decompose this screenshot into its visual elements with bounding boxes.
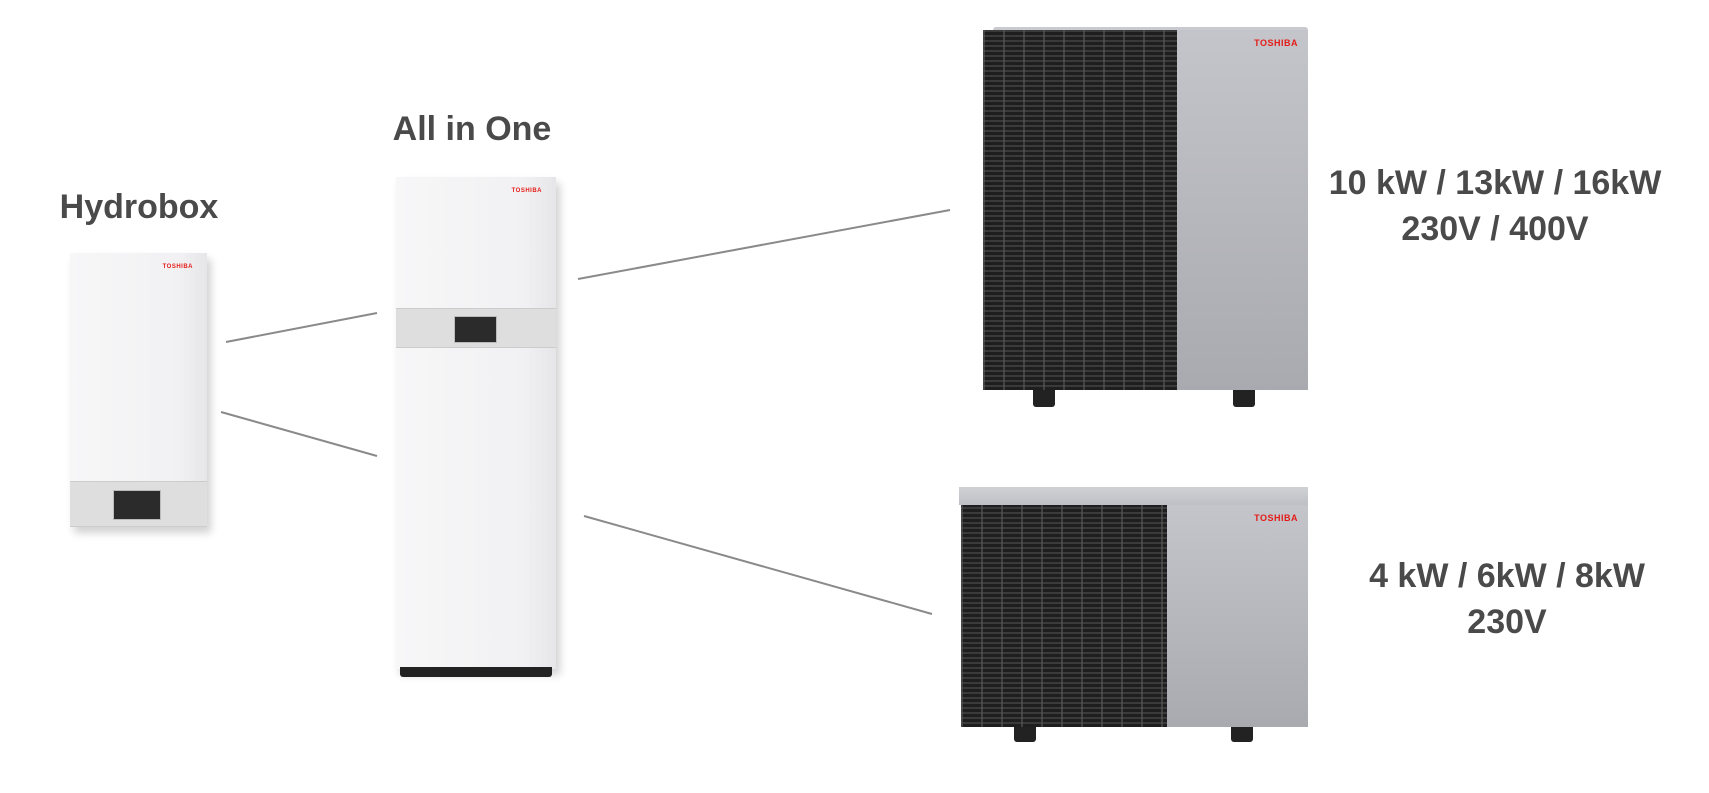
all-in-one-unit: TOSHIBA [396,177,556,677]
connector-line [577,209,951,280]
outdoor-unit-large: TOSHIBA [983,27,1308,417]
outdoor-unit-small: TOSHIBA [959,487,1308,750]
large-unit-voltage: 230V / 400V [1401,210,1589,248]
hydrobox-unit: TOSHIBA [70,253,207,527]
small-unit-spec: 4 kW / 6kW / 8kW 230V [1369,553,1645,645]
toshiba-logo: TOSHIBA [162,264,193,270]
foot [1014,727,1036,742]
side-panel: TOSHIBA [1167,505,1308,727]
side-panel: TOSHIBA [1177,30,1308,390]
connector-line [225,312,378,343]
foot [1033,390,1055,407]
control-screen [113,490,161,520]
hydrobox-title: Hydrobox [59,188,219,226]
toshiba-logo: TOSHIBA [1254,513,1298,523]
control-screen [454,316,497,343]
top-cover [993,27,1308,31]
all-in-one-title: All in One [392,110,552,148]
top-cover [959,487,1308,505]
large-unit-capacity: 10 kW / 13kW / 16kW [1328,164,1662,202]
fan-grille [961,505,1167,727]
toshiba-logo: TOSHIBA [511,188,542,194]
base-plinth [400,667,552,677]
fan-grille [983,30,1177,390]
foot [1231,727,1253,742]
small-unit-capacity: 4 kW / 6kW / 8kW [1369,557,1645,595]
connector-line [220,411,378,457]
toshiba-logo: TOSHIBA [1254,38,1298,48]
connector-line [583,515,933,615]
small-unit-voltage: 230V [1467,603,1547,641]
large-unit-spec: 10 kW / 13kW / 16kW 230V / 400V [1329,160,1662,252]
foot [1233,390,1255,407]
